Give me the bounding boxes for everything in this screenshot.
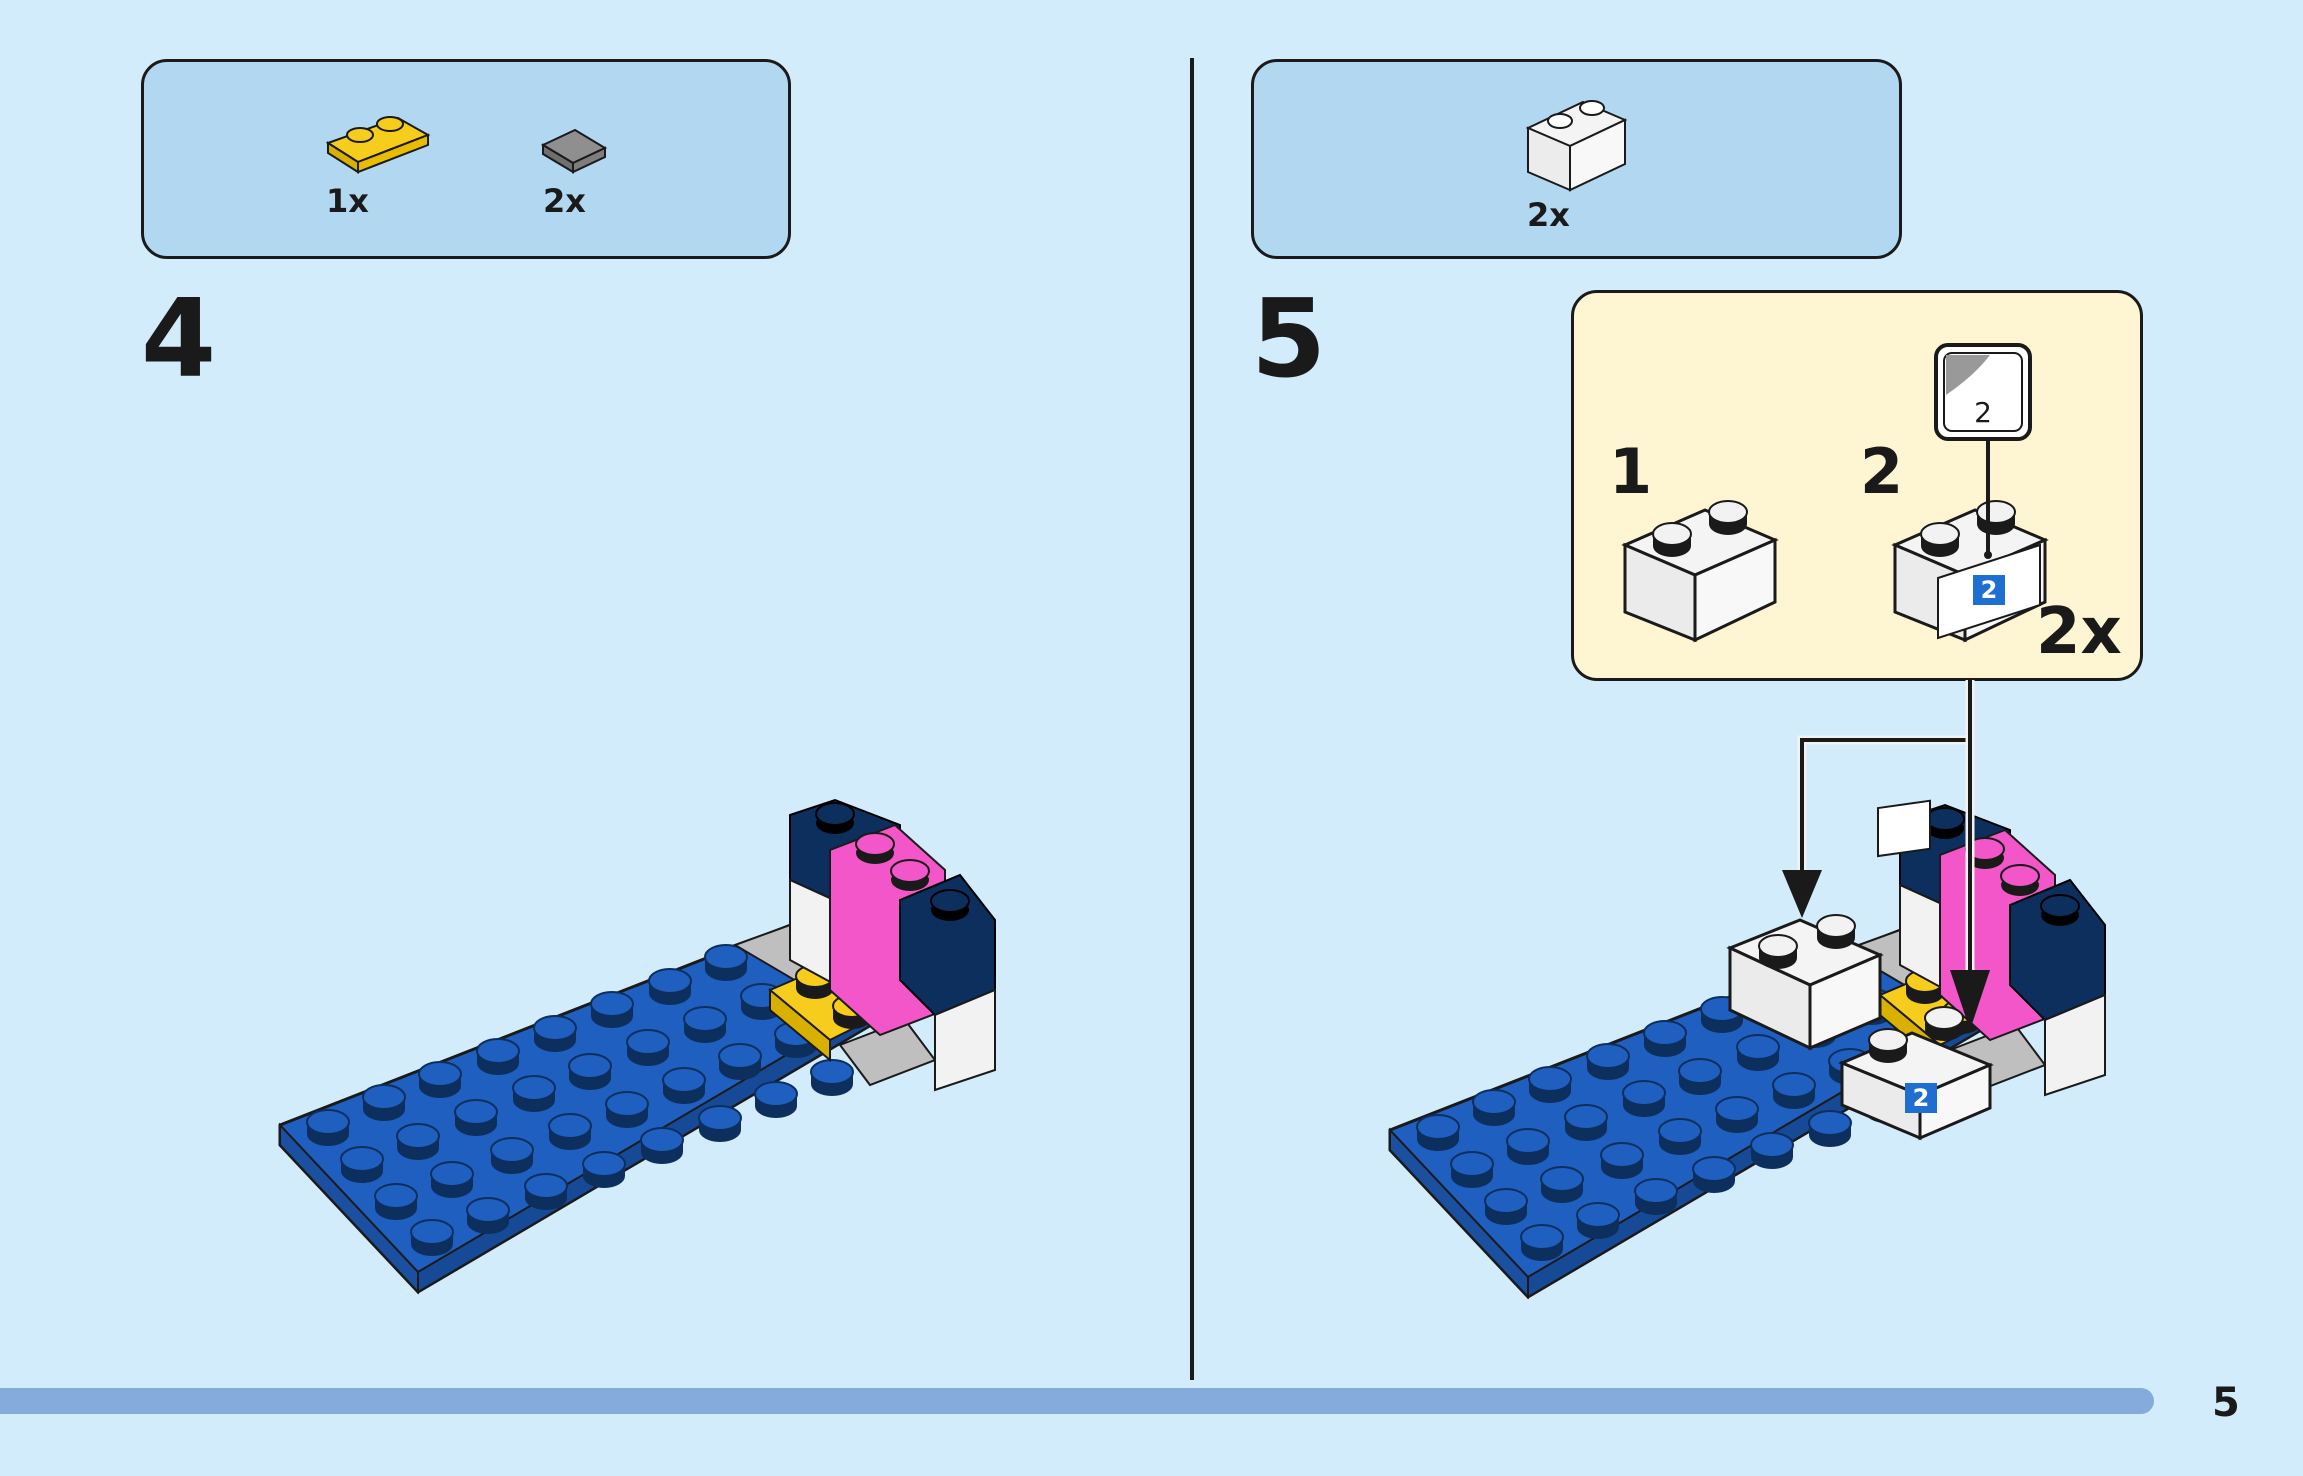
sticker-reference-number: 2 xyxy=(1974,396,1992,429)
sticker-reference-icon: 2 xyxy=(1936,345,2030,439)
callout-brick-2: 2 xyxy=(1895,440,2045,640)
gray-tile-part-icon xyxy=(543,130,605,172)
sticker-label-front: 2 xyxy=(1913,1084,1930,1112)
progress-bar xyxy=(0,1388,2154,1414)
yellow-plate-part-icon xyxy=(328,117,428,172)
step-5-model: 2 xyxy=(1390,680,2105,1297)
page-number: 5 xyxy=(2212,1380,2240,1426)
callout-brick-1 xyxy=(1625,501,1775,640)
sticker-label-callout: 2 xyxy=(1981,576,1998,604)
white-brick-part-icon xyxy=(1528,101,1625,190)
step-4-model xyxy=(280,800,995,1292)
